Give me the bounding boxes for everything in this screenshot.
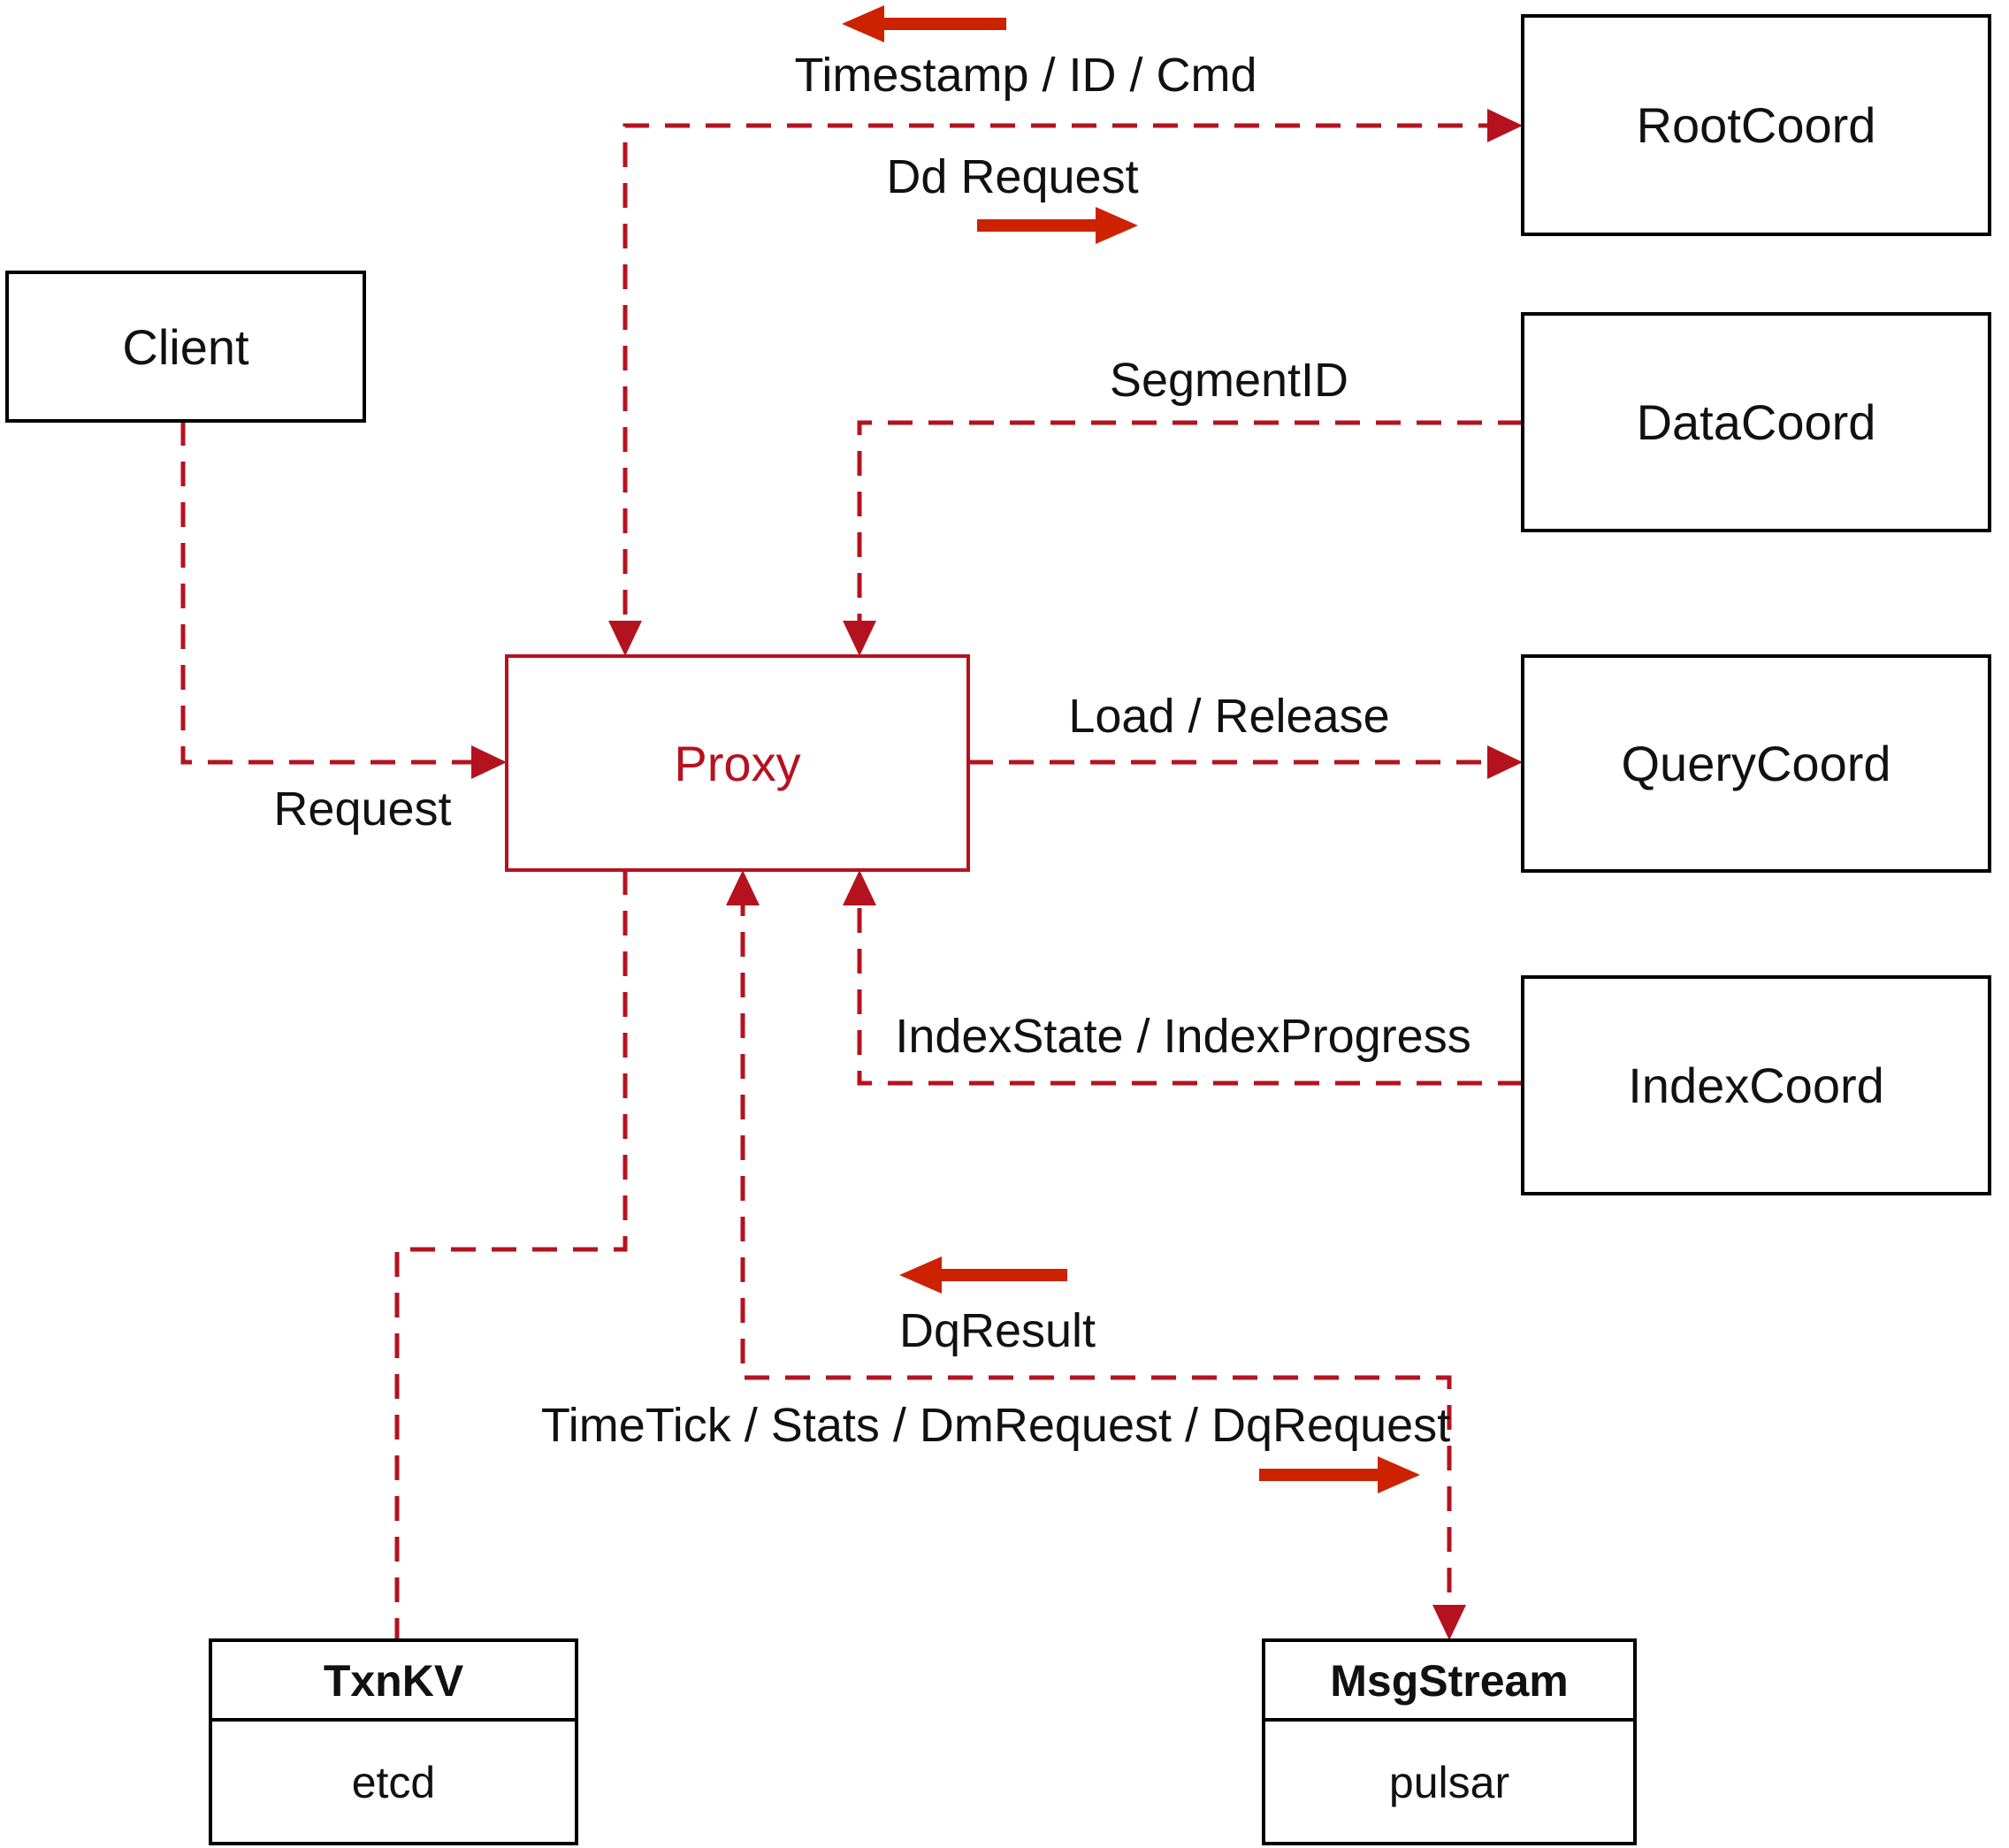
client-label: Client <box>122 319 249 375</box>
label-dq-result: DqResult <box>899 1304 1096 1357</box>
black-nodes <box>5 14 1991 1845</box>
arrowhead-into-msgstream <box>1432 1605 1466 1640</box>
edge-proxy-to-msgstream <box>740 891 1452 1621</box>
arrowhead-into-proxy-left <box>471 745 507 779</box>
txnkv-sub: etcd <box>352 1758 436 1807</box>
arrowhead-into-proxy-bottom-mid <box>726 870 760 905</box>
querycoord-label: QueryCoord <box>1621 736 1891 791</box>
dashed-edges <box>180 123 1523 1640</box>
msgstream-sub: pulsar <box>1389 1758 1509 1807</box>
label-timetick: TimeTick / Stats / DmRequest / DqRequest <box>541 1399 1450 1452</box>
label-dd-request: Dd Request <box>886 150 1138 203</box>
msgstream-node <box>1262 1638 1637 1845</box>
edge-client-to-proxy <box>180 421 486 765</box>
arrowhead-into-rootcoord <box>1487 109 1523 142</box>
txnkv-title: TxnKV <box>324 1656 464 1706</box>
edge-indexcoord-to-proxy <box>857 891 1523 1086</box>
dashed-edge-arrowheads <box>471 109 1523 1640</box>
arrow-right-dd-request <box>977 207 1138 244</box>
arrow-left-timestamp <box>842 5 1006 42</box>
label-timestamp-id-cmd: Timestamp / ID / Cmd <box>794 49 1257 102</box>
indexcoord-node <box>1521 975 1991 1195</box>
arrow-right-timetick <box>1259 1456 1420 1493</box>
arrowhead-into-proxy-top-right <box>843 621 876 656</box>
label-segment-id: SegmentID <box>1110 354 1348 407</box>
edge-datacoord-to-proxy <box>857 420 1523 637</box>
client-node <box>5 271 366 423</box>
proxy-label: Proxy <box>674 736 800 791</box>
proxy-node <box>505 654 970 872</box>
datacoord-node <box>1521 312 1991 532</box>
edge-proxy-to-txnkv <box>394 870 628 1640</box>
indexcoord-label: IndexCoord <box>1628 1058 1884 1113</box>
edge-labels: Timestamp / ID / Cmd Dd Request SegmentI… <box>273 49 1470 1452</box>
msgstream-title: MsgStream <box>1330 1656 1569 1706</box>
querycoord-node <box>1521 654 1991 873</box>
label-request: Request <box>273 783 451 836</box>
node-labels: Client RootCoord DataCoord QueryCoord In… <box>122 97 1891 1807</box>
edge-proxy-rootcoord <box>623 123 1503 637</box>
label-index-state: IndexState / IndexProgress <box>895 1010 1470 1063</box>
datacoord-label: DataCoord <box>1637 394 1876 450</box>
arrowhead-into-proxy-bottom-right <box>843 870 876 905</box>
rootcoord-node <box>1521 14 1991 236</box>
arrowhead-into-proxy-top-left <box>608 621 642 656</box>
txnkv-node <box>209 1638 578 1845</box>
arrow-left-dq-result <box>899 1256 1067 1294</box>
arrowhead-into-querycoord <box>1487 745 1523 779</box>
rootcoord-label: RootCoord <box>1637 97 1876 153</box>
direction-arrows <box>842 5 1420 1493</box>
label-load-release: Load / Release <box>1068 690 1389 743</box>
